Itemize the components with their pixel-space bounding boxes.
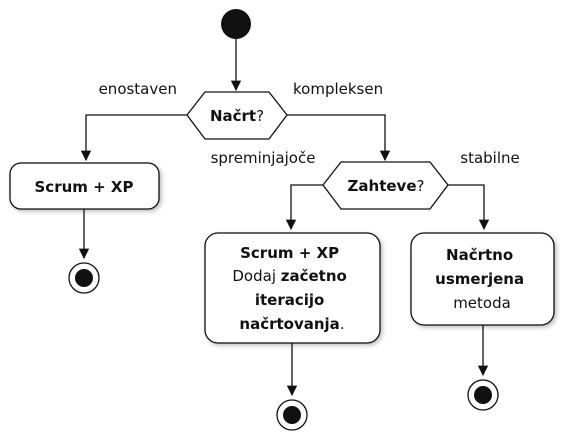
final-node-middle-inner (283, 406, 301, 424)
activity-plan-driven-label: Načrtno usmerjena metoda (435, 246, 529, 312)
decision-requirements-label: Zahteve? (348, 177, 425, 195)
branch-simple-label: enostaven (99, 80, 177, 98)
final-node-left-inner (75, 269, 93, 287)
final-node-right-inner (474, 386, 492, 404)
activity-scrum-xp-planning-label: Scrum + XP Dodaj začetno iteracijo načrt… (232, 244, 351, 333)
edge-decision1-to-decision2 (287, 114, 391, 162)
edge-decision2-to-scrum-planning (285, 184, 323, 231)
edge-decision2-to-plan-driven (448, 184, 490, 231)
branch-complex-label: kompleksen (293, 80, 383, 98)
activity-scrum-xp-simple-label: Scrum + XP (35, 178, 134, 196)
branch-stable-label: stabilne (460, 149, 519, 167)
initial-node (221, 9, 251, 39)
branch-changing-label: spreminjajoče (211, 149, 316, 167)
edge-decision1-to-scrum-simple (80, 114, 187, 162)
decision-design-label: Načrt? (210, 107, 264, 125)
